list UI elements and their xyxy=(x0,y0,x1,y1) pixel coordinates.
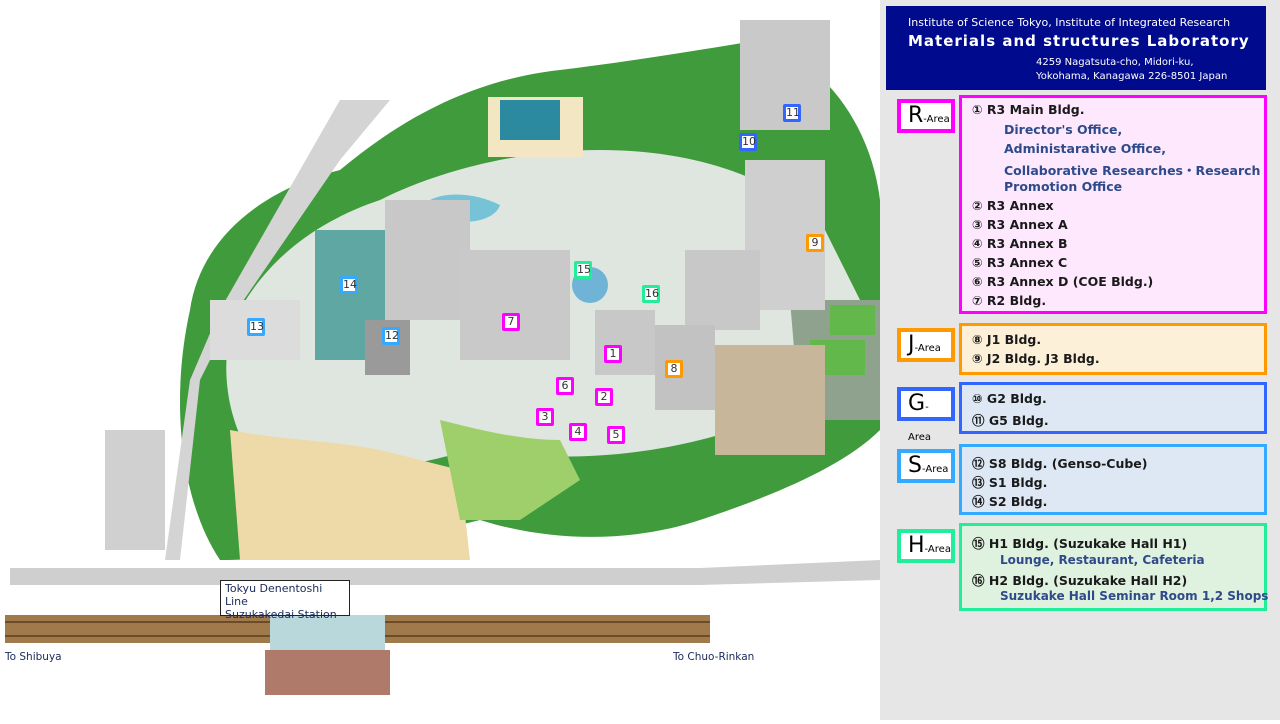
area-box-s: ⑫ S8 Bldg. (Genso-Cube) ⑬ S1 Bldg. ⑭ S2 … xyxy=(959,444,1267,515)
marker-h2[interactable]: 16 xyxy=(642,285,660,303)
legend-item-r3-main: ① R3 Main Bldg. xyxy=(972,102,1085,117)
marker-r3-annex-d[interactable]: 6 xyxy=(556,377,574,395)
area-suffix-s: -Area xyxy=(921,464,949,475)
station-name: Suzukakedai Station xyxy=(225,608,337,621)
area-tag-h: H-Area xyxy=(897,529,955,563)
legend-item-r3-annex-c: ⑤ R3 Annex C xyxy=(972,255,1068,270)
area-letter-h: H xyxy=(908,533,925,558)
area-tag-r: R-Area xyxy=(897,99,955,133)
direction-chuo-rinkan: To Chuo-Rinkan xyxy=(673,651,755,663)
j1-adjacent-building xyxy=(685,250,760,330)
area-letter-j: J xyxy=(908,332,915,357)
marker-r3-annex-b[interactable]: 4 xyxy=(569,423,587,441)
marker-g5[interactable]: 11 xyxy=(783,104,801,122)
west-outside-building xyxy=(105,430,165,550)
legend-item-j1: ⑧ J1 Bldg. xyxy=(972,332,1042,347)
area-tag-s: S-Area xyxy=(897,449,955,483)
station-label: Tokyu Denentoshi Line Suzukakedai Statio… xyxy=(220,580,350,621)
station-building xyxy=(270,615,385,650)
s2-adjacent-building xyxy=(385,200,470,320)
legend-item-s2: ⑭ S2 Bldg. xyxy=(972,494,1048,509)
legend-item-s8: ⑫ S8 Bldg. (Genso-Cube) xyxy=(972,456,1148,471)
sports-field xyxy=(230,430,470,560)
east-buildings xyxy=(715,345,825,455)
tennis-court-1 xyxy=(830,305,875,335)
campus-map-illustration xyxy=(5,20,880,695)
area-tag-j: J-Area xyxy=(897,328,955,362)
area-suffix-r: -Area xyxy=(923,114,950,125)
legend-item-r3-annex-a: ③ R3 Annex A xyxy=(972,217,1068,232)
area-letter-r: R xyxy=(908,103,924,128)
lab-header: Institute of Science Tokyo, Institute of… xyxy=(886,6,1266,90)
area-box-g: ⑩ G2 Bldg. ⑪ G5 Bldg. xyxy=(959,382,1267,434)
r2-building xyxy=(460,250,570,360)
marker-r3-annex-a[interactable]: 3 xyxy=(536,408,554,426)
station-plaza xyxy=(265,650,390,695)
area-tag-g: G-Area xyxy=(897,387,955,443)
legend-sub-collab-research: Collaborative Researches・Research xyxy=(1004,163,1261,178)
legend-sub-h1-facilities: Lounge, Restaurant, Cafeteria xyxy=(1000,553,1205,567)
legend-item-r3-annex-d: ⑥ R3 Annex D (COE Bldg.) xyxy=(972,274,1154,289)
legend-item-h1: ⑮ H1 Bldg. (Suzukake Hall H1) xyxy=(972,536,1188,551)
legend-item-r3-annex: ② R3 Annex xyxy=(972,198,1054,213)
marker-s1[interactable]: 13 xyxy=(247,318,265,336)
area-box-h: ⑮ H1 Bldg. (Suzukake Hall H1) Lounge, Re… xyxy=(959,523,1269,611)
lab-title: Materials and structures Laboratory xyxy=(908,32,1250,50)
area-suffix-j: -Area xyxy=(914,343,941,354)
marker-r2[interactable]: 7 xyxy=(502,313,520,331)
legend-item-g2: ⑩ G2 Bldg. xyxy=(972,391,1047,406)
marker-j1[interactable]: 8 xyxy=(665,360,683,378)
campus-map: Tokyu Denentoshi Line Suzukakedai Statio… xyxy=(5,20,880,695)
area-suffix-g: -Area xyxy=(908,402,932,443)
legend-sub-promotion-office: Promotion Office xyxy=(1004,179,1123,194)
area-suffix-h: -Area xyxy=(924,544,951,555)
legend-item-r2: ⑦ R2 Bldg. xyxy=(972,293,1047,308)
marker-r3-main[interactable]: 1 xyxy=(604,345,622,363)
address-line-1: 4259 Nagatsuta-cho, Midori-ku, xyxy=(1036,57,1194,68)
marker-h1[interactable]: 15 xyxy=(574,261,592,279)
legend-item-s1: ⑬ S1 Bldg. xyxy=(972,475,1048,490)
legend-item-g5: ⑪ G5 Bldg. xyxy=(972,413,1049,428)
area-letter-s: S xyxy=(908,453,922,478)
marker-j2-j3[interactable]: 9 xyxy=(806,234,824,252)
main-road xyxy=(10,560,880,585)
legend-item-h2: ⑯ H2 Bldg. (Suzukake Hall H2) xyxy=(972,573,1188,588)
marker-s8[interactable]: 12 xyxy=(382,327,400,345)
institute-name: Institute of Science Tokyo, Institute of… xyxy=(908,16,1231,29)
j1-building xyxy=(655,325,715,410)
marker-r3-annex[interactable]: 2 xyxy=(595,388,613,406)
direction-shibuya: To Shibuya xyxy=(5,651,62,663)
building-north-roof xyxy=(500,100,560,140)
area-letter-g: G xyxy=(908,391,926,416)
marker-r3-annex-c[interactable]: 5 xyxy=(607,426,625,444)
marker-s2[interactable]: 14 xyxy=(340,276,358,294)
r3-main-building xyxy=(595,310,655,375)
area-box-j: ⑧ J1 Bldg. ⑨ J2 Bldg. J3 Bldg. xyxy=(959,323,1267,375)
area-box-r: ① R3 Main Bldg. Director's Office, Admin… xyxy=(959,95,1267,314)
marker-g2[interactable]: 10 xyxy=(739,133,757,151)
legend-item-r3-annex-b: ④ R3 Annex B xyxy=(972,236,1068,251)
legend-sub-admin-office: Administarative Office, xyxy=(1004,141,1167,156)
address-line-2: Yokohama, Kanagawa 226-8501 Japan xyxy=(1036,71,1228,82)
station-line-name: Tokyu Denentoshi Line xyxy=(225,582,323,608)
legend-sub-directors-office: Director's Office, xyxy=(1004,122,1123,137)
legend-item-j2-j3: ⑨ J2 Bldg. J3 Bldg. xyxy=(972,351,1100,366)
lawn xyxy=(440,420,580,520)
legend-sub-h2-facilities: Suzukake Hall Seminar Room 1,2 Shops xyxy=(1000,589,1269,603)
